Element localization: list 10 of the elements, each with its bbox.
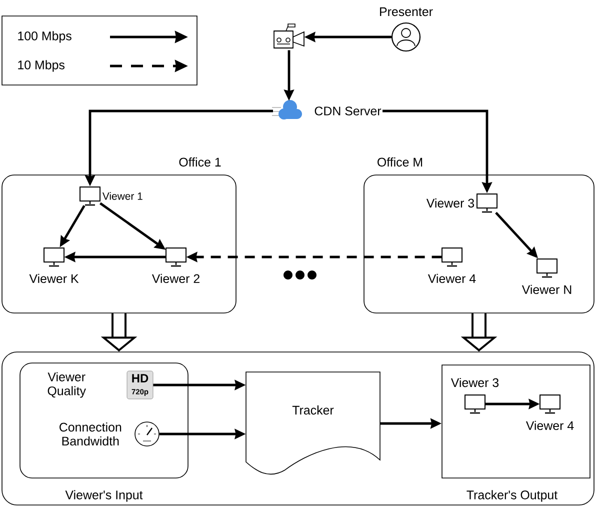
node-label: Office 1 (179, 157, 221, 167)
container-box (2, 352, 594, 506)
camera-icon (274, 24, 304, 48)
node-label: Office M (378, 157, 422, 167)
cloud-server: CDN Server (272, 100, 382, 120)
node-label: Tracker's Output (466, 490, 558, 502)
legend-label: 10 Mbps (18, 60, 64, 72)
legend-label: 100 Mbps (18, 31, 72, 43)
node-label: Viewer's Input (65, 490, 143, 502)
node-label: CDN Server (314, 106, 382, 116)
